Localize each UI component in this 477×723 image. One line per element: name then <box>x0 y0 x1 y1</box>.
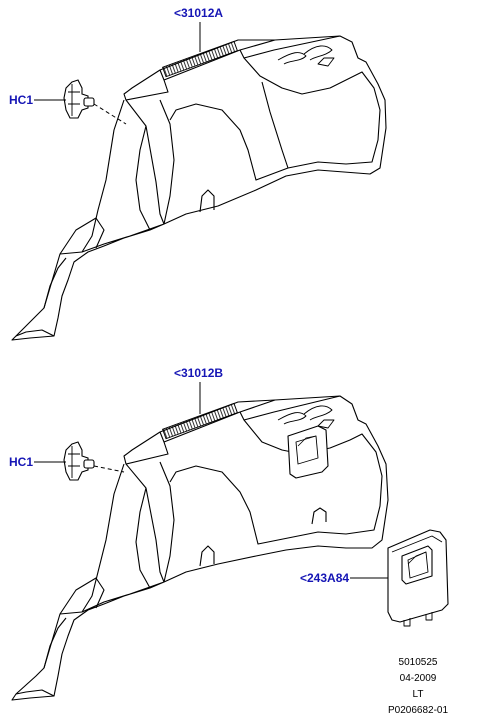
reference-market: LT <box>412 689 424 700</box>
clip-leader-top <box>93 103 127 125</box>
clip-leader-bottom <box>93 465 125 473</box>
vent-grille-top <box>162 40 238 78</box>
quarter-trim-panel-bottom <box>11 395 389 701</box>
clip-fastener-top <box>63 79 95 119</box>
callout-31012a[interactable]: <31012A <box>174 6 224 20</box>
callout-31012b[interactable]: <31012B <box>174 366 224 380</box>
reference-drawing-number: P0206682-01 <box>387 705 449 716</box>
access-cover <box>387 529 449 627</box>
callout-hc1-bottom[interactable]: HC1 <box>9 455 34 469</box>
callout-243a84[interactable]: <243A84 <box>300 571 350 585</box>
vent-grille-bottom <box>162 402 238 440</box>
callout-hc1-top[interactable]: HC1 <box>9 93 34 107</box>
clip-fastener-bottom <box>63 441 95 481</box>
reference-date: 04-2009 <box>399 673 437 684</box>
quarter-trim-panel-top <box>11 35 387 341</box>
reference-code: 5010525 <box>398 657 438 668</box>
drawing-reference-block: 5010525 04-2009 LT P0206682-01 <box>373 655 463 719</box>
